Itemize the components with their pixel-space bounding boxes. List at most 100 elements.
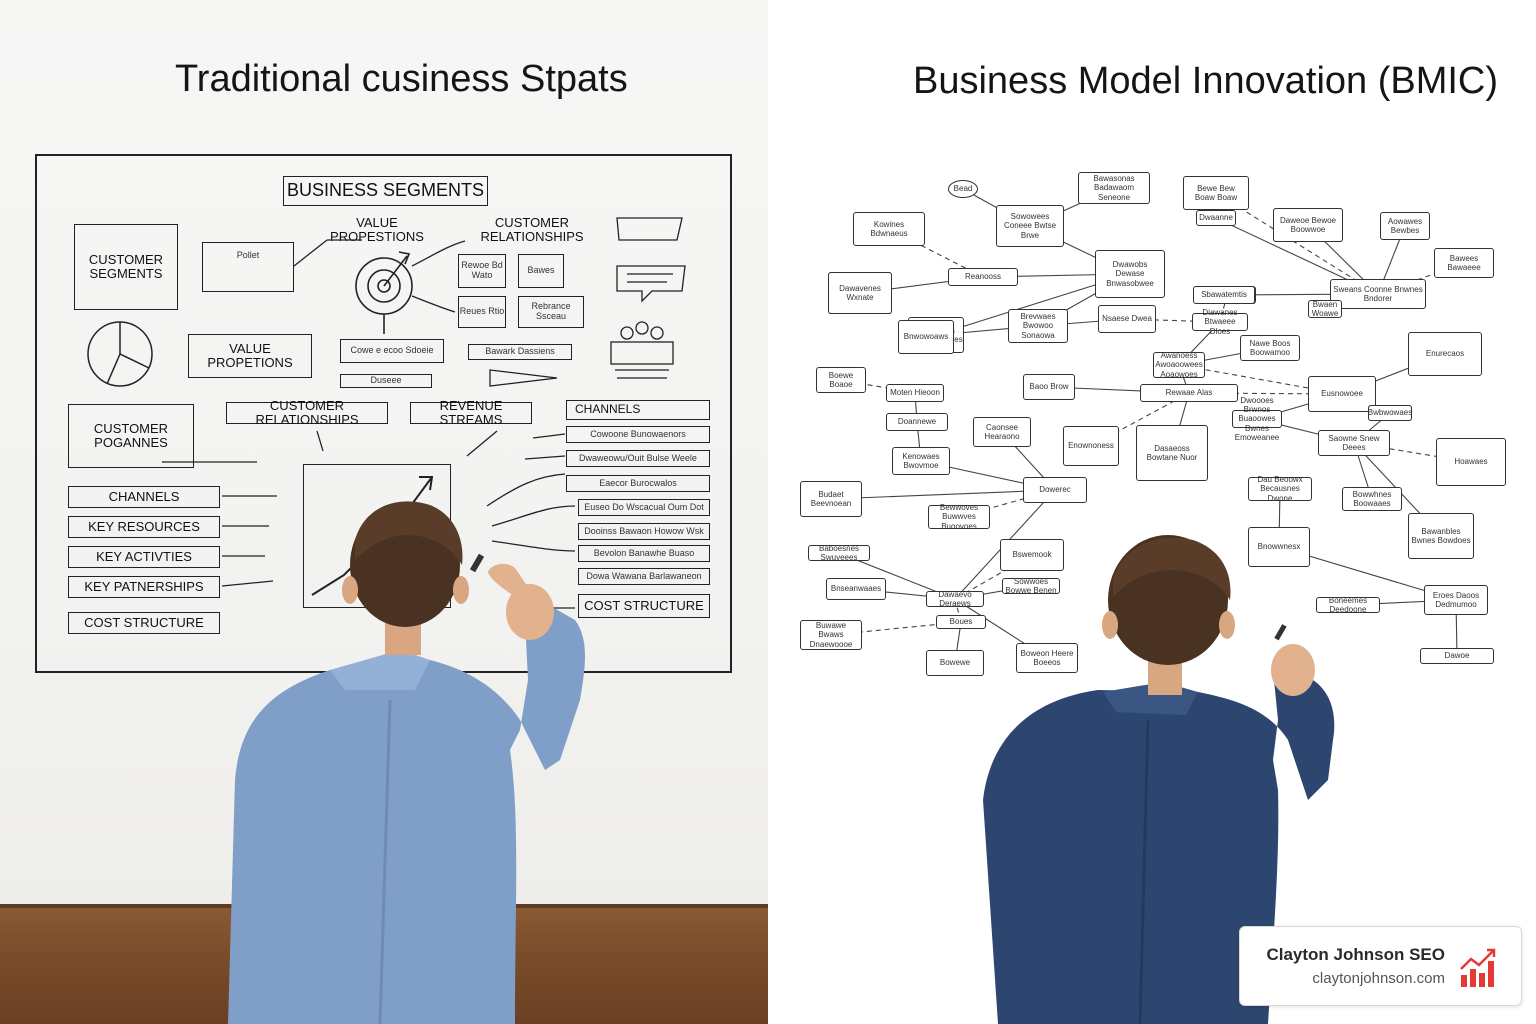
mind-map-node: Sweans Coonne Bnwnes Bndorer <box>1330 279 1426 309</box>
mind-map-node: Enownoness <box>1063 426 1119 466</box>
mind-map-node: Daweoe Bewoe Boowwoe <box>1273 208 1343 242</box>
scribble-box-7: Duseee <box>340 374 432 388</box>
people-icons-sketch <box>610 321 674 379</box>
mind-map-node: Bead <box>948 180 978 198</box>
mind-map-node: Budaet Beevnoean <box>800 481 862 517</box>
board-arrows <box>162 239 576 609</box>
mind-map-node: Dawaevo Deraews <box>926 590 984 608</box>
channels-box: CHANNELS <box>68 486 220 508</box>
mind-map-node: Hoawaes <box>1436 438 1506 486</box>
mind-map-node: Eroes Daoos Dedmumoo <box>1424 585 1488 615</box>
scribble-box-3: Reues Rtio <box>458 296 506 328</box>
mind-map-node: Dowerec <box>1023 477 1087 503</box>
mind-map-node: Kowines Bdwnaeus <box>853 212 925 246</box>
bar-chart-trend-icon <box>1460 948 1496 987</box>
left-title: Traditional cusiness Stpats <box>175 58 628 100</box>
mind-map-node: Dwaanne <box>1196 210 1236 226</box>
channels-right-box: CHANNELS <box>566 400 710 420</box>
board-sketch-layer <box>87 217 686 609</box>
mind-map-node: Sbawatemtis <box>1193 286 1255 304</box>
mind-map-node: Dawoe <box>1420 648 1494 664</box>
customer-segments-box: CUSTOMER SEGMENTS <box>74 224 178 310</box>
mind-map-node: Boues <box>936 615 986 629</box>
mind-map-node: Dwoooes Brwnos Buaoowes Bwnes Emoweanee <box>1232 396 1282 442</box>
mind-map-node: Saowne Snew Deees <box>1318 430 1390 456</box>
mind-map-node: Dawavenes Wxnate <box>828 272 892 314</box>
key-activities-box: KEY ACTIVTIES <box>68 546 220 568</box>
watermark-name: Clayton Johnson SEO <box>1266 945 1445 964</box>
mind-map-node: Bnowwnesx <box>1248 527 1310 567</box>
mind-map-node: Baoo Brow <box>1023 374 1075 400</box>
value-propetions-box: VALUE PROPETIONS <box>188 334 312 378</box>
mind-map-node: Eusnowoee <box>1308 376 1376 412</box>
channel-item-1: Cowoone Bunowaenors <box>566 426 710 443</box>
mind-map-node: Awanoess Awoaoowees Aoaowoes <box>1153 351 1205 379</box>
right-person <box>983 535 1335 1024</box>
mind-map-node: Bowewe <box>926 650 984 676</box>
scribble-box-2: Bawes <box>518 254 564 288</box>
whiteboard-frame: BUSINESS SEGMENTS VALUE PROPESTIONS CUST… <box>35 154 732 673</box>
revenue-streams-box: REVENUE STREAMS <box>410 398 532 427</box>
mind-map-node: Bawanbles Bwnes Bowdoes <box>1408 513 1474 559</box>
mind-map-node: Bwbwowaes <box>1368 405 1412 421</box>
scribble-box-6: Bawark Dassiens <box>468 344 572 360</box>
mind-map-node: Kenowaes Bwovmoe <box>892 447 950 475</box>
mind-map-node: Dwawobs Dewase Bnwasobwee <box>1095 250 1165 298</box>
customer-relationships-row-box: CUSTOMER RELATIONSHIPS <box>226 398 388 427</box>
mind-map-connector <box>830 489 1056 500</box>
mind-map-node: Bewe Bew Boaw Boaw <box>1183 176 1249 210</box>
pallet-box: Pollet <box>202 242 294 292</box>
left-panel: Traditional cusiness Stpats BUSINESS SEG… <box>0 0 768 1024</box>
mind-map-node: Nsaese Dwea <box>1098 305 1156 333</box>
right-title: Business Model Innovation (BMIC) <box>913 60 1499 102</box>
channel-item-6: Bevolon Banawhe Buaso <box>578 545 710 562</box>
mind-map-node: Bawees Bawaeee <box>1434 248 1494 278</box>
left-person-body <box>228 553 585 1024</box>
speech-bubble-sketch <box>616 217 686 303</box>
cost-structure-right-box: COST STRUCTURE <box>578 594 710 618</box>
customer-poganes-box: CUSTOMER POGANNES <box>68 404 194 468</box>
mind-map-node: Caonsee Hearaono <box>973 417 1031 447</box>
key-resources-box: KEY RESOURCES <box>68 516 220 538</box>
channel-item-4: Euseo Do Wscacual Oum Dot <box>578 499 710 516</box>
watermark-badge: Clayton Johnson SEO claytonjohnson.com <box>1239 926 1522 1006</box>
mind-map-node: Aowawes Bewbes <box>1380 212 1430 240</box>
scribble-box-5: Cowe e ecoo Sdoeie <box>340 339 444 363</box>
channel-item-2: Dwaweowu/Ouit Bulse Weele <box>566 450 710 467</box>
mind-map-node: Dasaeoss Bowtane Nuor <box>1136 425 1208 481</box>
channel-item-7: Dowa Wawana Barlawaneon <box>578 568 710 585</box>
channel-item-3: Eaecor Burocwalos <box>566 475 710 492</box>
customer-relationships-heading: CUSTOMER RELATIONSHIPS <box>480 215 584 245</box>
mind-map-node: Dau Beoowx Becausnes Dwone <box>1248 475 1312 503</box>
mind-map-node: Bwaen Woawe <box>1308 300 1342 318</box>
mind-map-node: Brevwaes Bwowoo Sonaowa <box>1008 309 1068 343</box>
mind-map-node: Nawe Boos Boowamoo <box>1240 335 1300 361</box>
left-person <box>228 501 585 1024</box>
mind-map-node: Rewaae Alas <box>1140 384 1238 402</box>
mind-map-node: Sowwoes Bowwe Benen <box>1002 577 1060 595</box>
mind-map-node: Boweon Heere Boeeos <box>1016 643 1078 673</box>
mind-map-node: Reanooss <box>948 268 1018 286</box>
mind-map-node: Buwawe Bwaws Dnaewoooe <box>800 620 862 650</box>
mind-map-node: Bewwoves Buwwves Buoovoes <box>928 503 990 531</box>
mind-map-node: Enurecaos <box>1408 332 1482 376</box>
mind-map-node: Baboesnes Swuveees <box>808 544 870 562</box>
cost-structure-left-box: COST STRUCTURE <box>68 612 220 634</box>
business-segments-header: BUSINESS SEGMENTS <box>283 176 488 206</box>
left-person-head <box>342 501 469 655</box>
mind-map-node: Doannewe <box>886 413 948 431</box>
watermark-url: claytonjohnson.com <box>1312 970 1445 987</box>
mind-map-node: Diawanes Btwaeee Dloes <box>1192 308 1248 336</box>
target-sketch <box>355 251 413 334</box>
mind-map-node: Bawasonas Badawaom Seneone <box>1078 172 1150 204</box>
key-partnerships-box: KEY PATNERSHIPS <box>68 576 220 598</box>
mind-map-node: Sowowees Coneee Bwtse Brwe <box>996 205 1064 247</box>
mind-map-node: Boewe Boaoe <box>816 367 866 393</box>
scribble-box-1: Rewoe Bd Wato <box>458 254 506 288</box>
mind-map-node: Bowwhnes Boowaaes <box>1342 487 1402 511</box>
mind-map-node: Moten Hieoon <box>886 384 944 402</box>
mind-map-node: Bnwowoaws <box>898 320 954 354</box>
scribble-box-4: Rebrance Ssceau <box>518 296 584 328</box>
